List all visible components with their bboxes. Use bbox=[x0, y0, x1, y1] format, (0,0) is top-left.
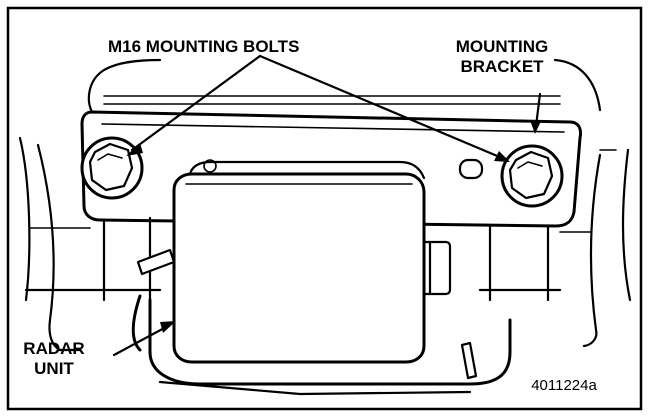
arrow-head-radar bbox=[160, 321, 176, 333]
leader-lines bbox=[112, 54, 542, 357]
bracket-label-line1: MOUNTING bbox=[456, 37, 549, 56]
left-bolt bbox=[80, 136, 144, 200]
bracket-label-line2: BRACKET bbox=[460, 57, 544, 76]
right-bolt bbox=[500, 144, 564, 208]
bumper-structure bbox=[18, 58, 632, 352]
radar-label-line1: RADAR bbox=[23, 339, 84, 358]
arrow-head-bracket bbox=[530, 120, 541, 134]
arrow-head-right-bolt bbox=[494, 151, 510, 162]
figure-id: 4011224a bbox=[531, 377, 597, 394]
radar-unit bbox=[131, 160, 512, 396]
radar-label-line2: UNIT bbox=[34, 359, 74, 378]
arrow-head-left-bolt bbox=[126, 143, 143, 156]
bolts-label: M16 MOUNTING BOLTS bbox=[108, 37, 299, 56]
